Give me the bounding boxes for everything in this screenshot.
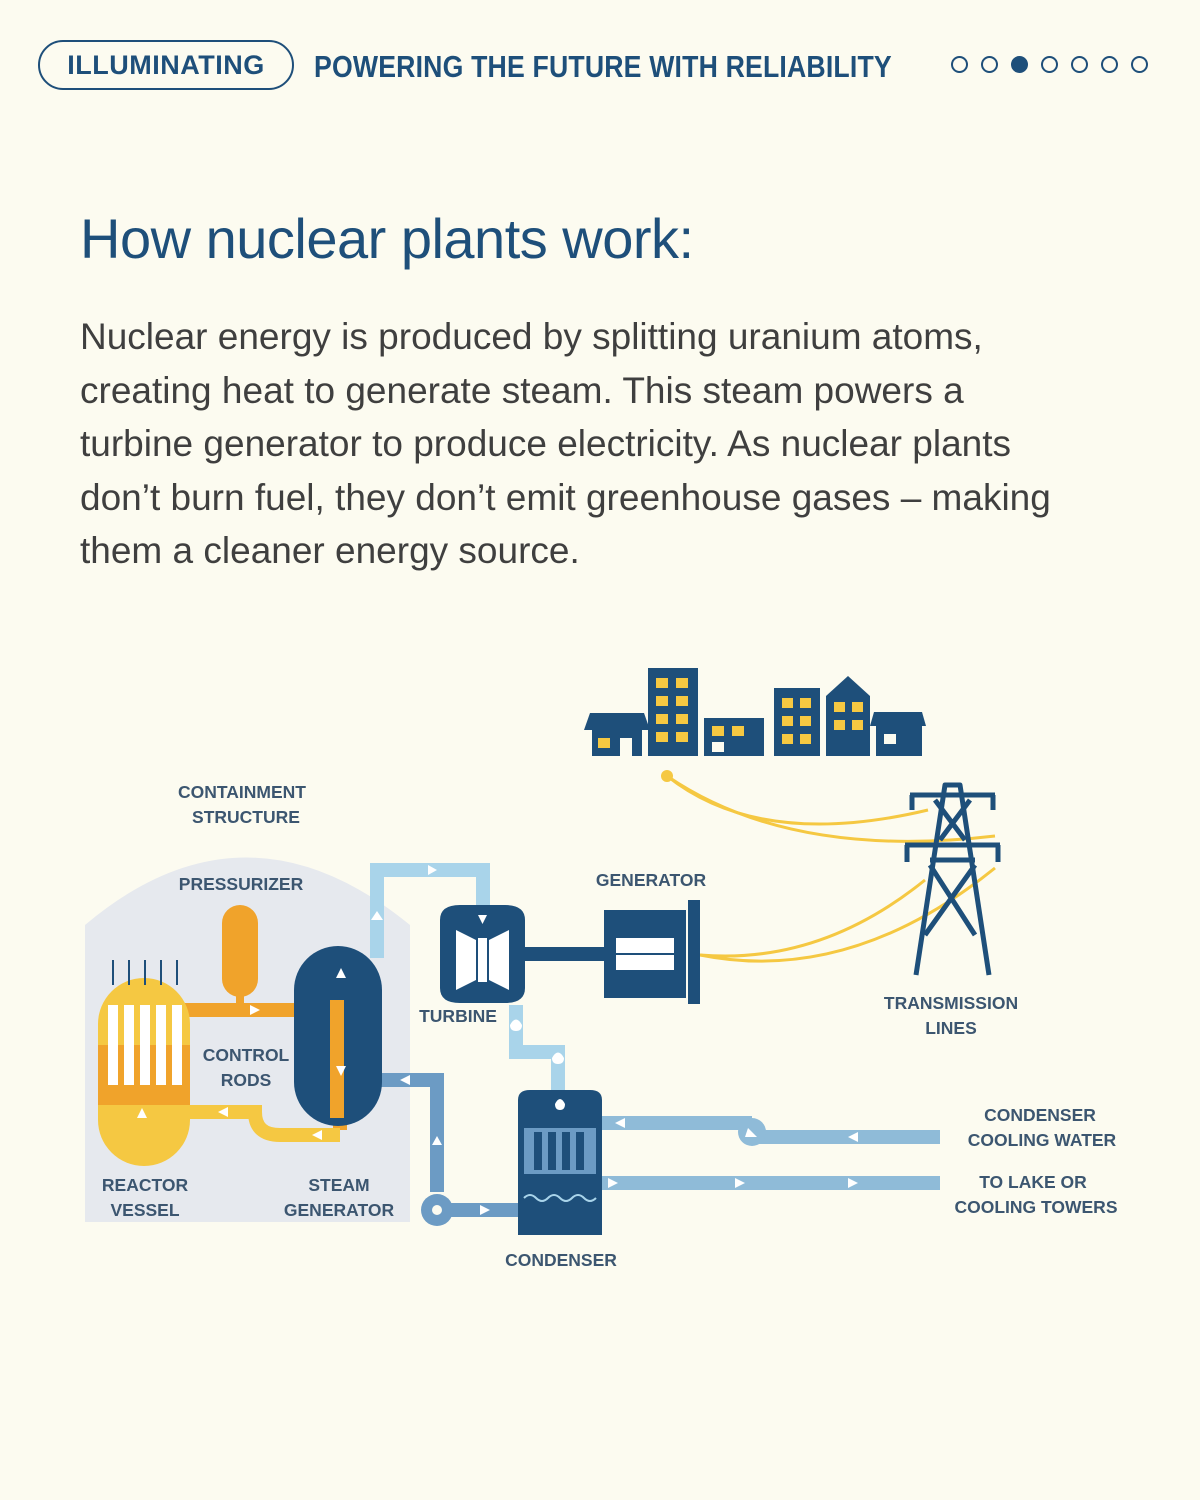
label-lake-line1: TO LAKE OR [979,1172,1087,1192]
label-steam-generator-line2: GENERATOR [284,1200,395,1220]
label-reactor-line1: REACTOR [102,1175,189,1195]
page-dot-2[interactable] [981,56,998,73]
label-control-rods-line1: CONTROL [203,1045,290,1065]
page-title: How nuclear plants work: [80,207,694,270]
label-generator: GENERATOR [596,870,707,890]
label-pressurizer: PRESSURIZER [179,874,304,894]
label-transmission-line1: TRANSMISSION [884,993,1018,1013]
pressurizer [222,905,258,997]
condenser-icon [518,1090,602,1235]
label-turbine: TURBINE [419,1006,497,1026]
page-dot-3-active[interactable] [1011,56,1028,73]
power-wires [666,774,996,963]
top-bar: ILLUMINATING POWERING THE FUTURE WITH RE… [38,40,1162,92]
page-dot-4[interactable] [1041,56,1058,73]
label-containment-line1: CONTAINMENT [178,782,306,802]
city-buildings-icon [584,668,926,756]
page-dot-1[interactable] [951,56,968,73]
diagram-labels: CONTAINMENT STRUCTURE PRESSURIZER GENERA… [102,782,1118,1270]
label-condenser: CONDENSER [505,1250,617,1270]
page-dot-7[interactable] [1131,56,1148,73]
turbine-icon [440,905,606,1003]
pagination-dots [951,56,1148,73]
reactor-vessel [98,960,190,1166]
label-reactor-line2: VESSEL [110,1200,179,1220]
label-lake-line2: COOLING TOWERS [954,1197,1117,1217]
label-cooling-water-line1: CONDENSER [984,1105,1096,1125]
label-containment-line2: STRUCTURE [192,807,300,827]
section-badge[interactable]: ILLUMINATING [38,40,294,90]
reactor-return-loop [185,1105,340,1142]
page-dot-5[interactable] [1071,56,1088,73]
section-title: POWERING THE FUTURE WITH RELIABILITY [314,49,892,84]
label-cooling-water-line2: COOLING WATER [968,1130,1117,1150]
label-transmission-line2: LINES [925,1018,977,1038]
nuclear-plant-diagram: CONTAINMENT STRUCTURE PRESSURIZER GENERA… [85,668,1118,1270]
wire-junction [661,770,673,782]
transmission-tower-icon [904,782,1001,976]
label-steam-generator-line1: STEAM [308,1175,369,1195]
label-control-rods-line2: RODS [221,1070,272,1090]
generator-icon [604,900,700,1004]
cooling-water-pipes [600,1116,940,1190]
steam-generator [294,946,382,1126]
intro-paragraph: Nuclear energy is produced by splitting … [80,316,1051,571]
page-dot-6[interactable] [1101,56,1118,73]
